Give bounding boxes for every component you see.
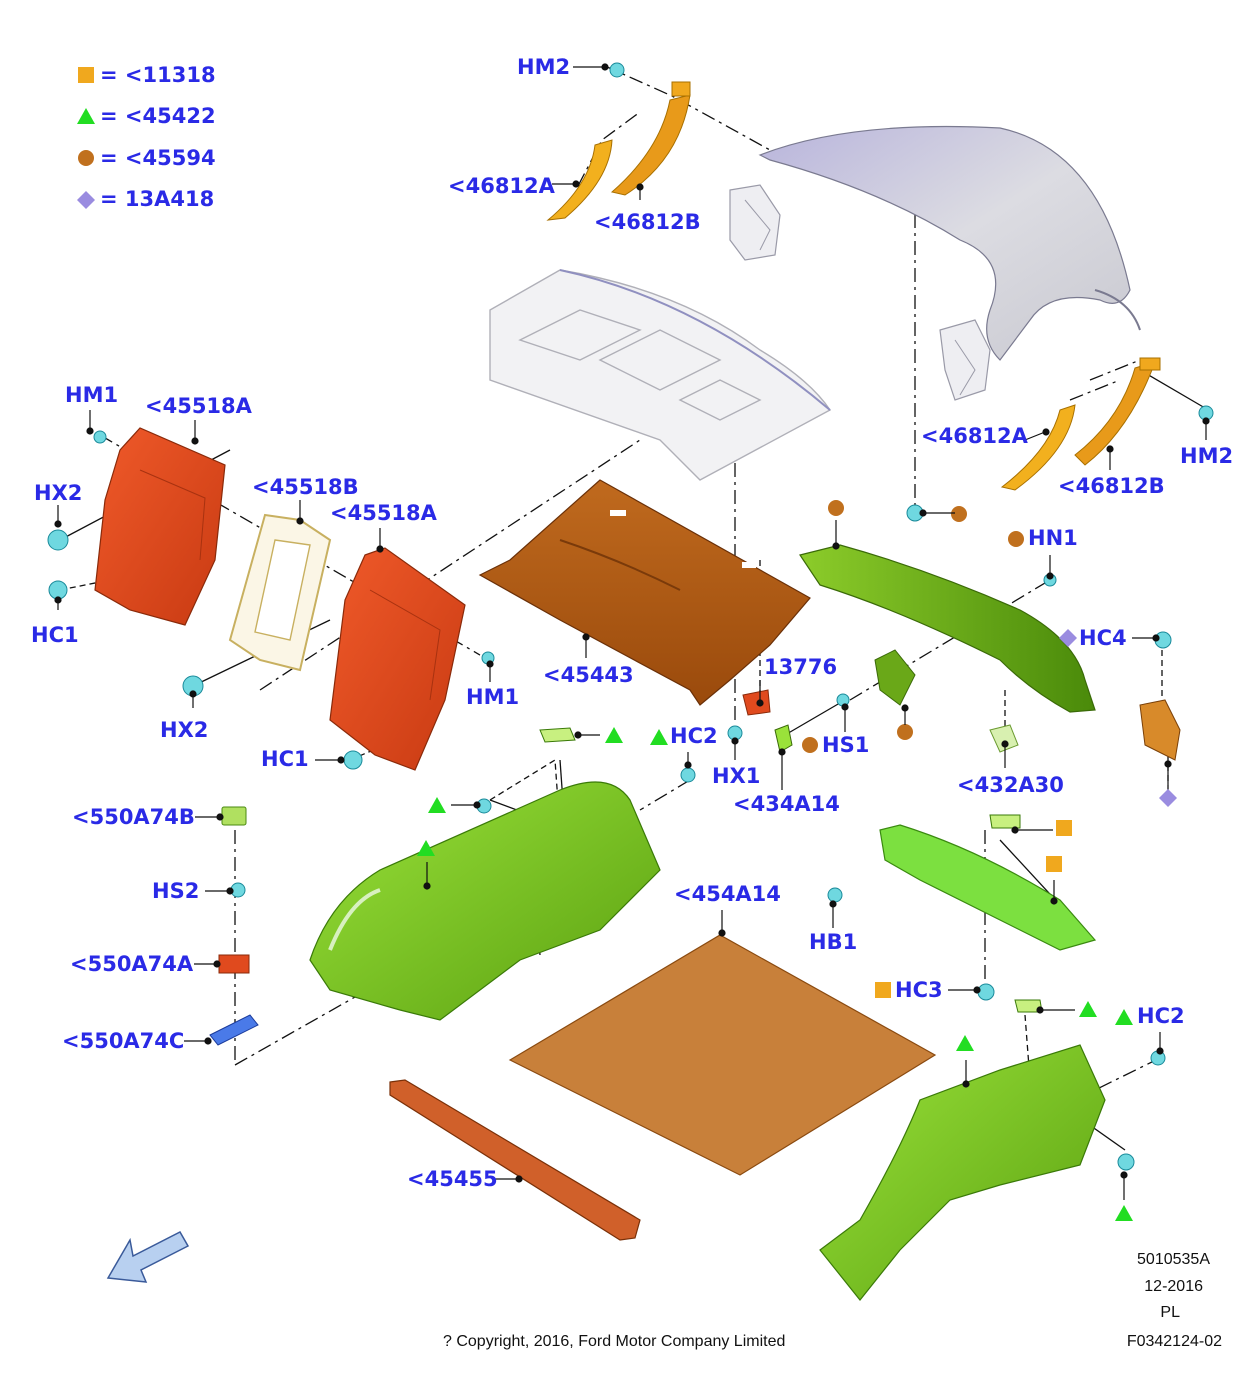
label-46812a-top: <46812A [448,174,555,198]
label-434a14: <434A14 [733,792,840,816]
label-550a74b: <550A74B [72,805,195,829]
scuff-plate-45455 [389,1079,641,1241]
circle-brown-icon [802,737,818,753]
label-hx2-mid: HX2 [160,718,209,742]
label-hc2-mid: HC2 [670,724,718,748]
label-hx1: HX1 [712,764,761,788]
side-panel-45518a-left [94,427,226,626]
label-13776: 13776 [764,655,838,679]
front-direction-arrow-icon [106,1231,190,1283]
label-45443: <45443 [543,663,634,687]
circle-brown-icon [951,506,967,522]
circle-brown-icon [897,724,913,740]
legend-item-11318: = <11318 [100,63,216,87]
label-454a14: <454A14 [674,882,781,906]
footer-copyright: ? Copyright, 2016, Ford Motor Company Li… [443,1333,786,1350]
luggage-compartment-trim-beam [774,544,1181,761]
triangle-green-icon [417,840,435,856]
label-45518a-mid: <45518A [330,501,437,525]
fasteners [47,62,1214,1171]
side-panel-45518b [228,513,332,672]
label-46812b-right: <46812B [1058,474,1165,498]
legend-item-45422: = <45422 [100,104,216,128]
trunk-lid [729,125,1141,401]
label-hm2-right: HM2 [1180,444,1234,468]
triangle-green-icon [428,797,446,813]
circle-brown-icon [828,500,844,516]
triangle-green-icon [1115,1205,1133,1221]
footer-date: 12-2016 [1144,1278,1203,1295]
legend-symbols [77,67,95,209]
label-hm1-left: HM1 [65,383,119,407]
small-parts-550a74 [209,806,259,1046]
circle-brown-icon [1008,531,1024,547]
label-hn1: HN1 [1028,526,1078,550]
label-hc2-right: HC2 [1137,1004,1185,1028]
label-46812a-right: <46812A [921,424,1028,448]
footer-figure: F0342124-02 [1126,1333,1222,1350]
label-hm2-top: HM2 [517,55,571,79]
triangle-green-icon [1115,1009,1133,1025]
legend-item-45594: = <45594 [100,146,216,170]
floor-covering-454a14 [508,934,937,1176]
label-leaders [54,63,1210,1200]
diamond-purple-icon [1159,789,1177,807]
label-hc3: HC3 [895,978,943,1002]
luggage-side-trim-right [819,999,1106,1301]
label-550a74a: <550A74A [70,952,194,976]
label-hs2: HS2 [152,879,200,903]
label-45455: <45455 [407,1167,498,1191]
diamond-purple-icon [1059,629,1077,647]
hinge-strap-46812-top [546,81,691,221]
triangle-green-icon [1079,1001,1097,1017]
label-hx2-left: HX2 [34,481,83,505]
luggage-side-trim-right-upper [879,814,1097,951]
circle-brown-icon [78,150,94,166]
label-hc1-mid: HC1 [261,747,309,771]
label-hb1: HB1 [809,930,858,954]
triangle-green-icon [956,1035,974,1051]
label-hc1-left: HC1 [31,623,79,647]
label-46812b-top: <46812B [594,210,701,234]
diamond-purple-icon [77,191,95,209]
triangle-green-icon [650,729,668,745]
square-orange-icon [1046,856,1062,872]
rear-shelf-frame [489,269,832,481]
label-45518a-left: <45518A [145,394,252,418]
marker-symbols [417,500,1177,1221]
square-orange-icon [875,982,891,998]
square-orange-icon [1056,820,1072,836]
footer-ref: 5010535A [1137,1251,1210,1268]
footer-lang: PL [1160,1304,1180,1321]
label-550a74c: <550A74C [62,1029,185,1053]
package-tray-45443 [478,479,811,716]
triangle-green-icon [77,108,95,124]
triangle-green-icon [605,727,623,743]
label-45518b: <45518B [252,475,359,499]
label-hs1: HS1 [822,733,870,757]
label-hm1-mid: HM1 [466,685,520,709]
label-432a30: <432A30 [957,773,1064,797]
luggage-side-trim-left [309,727,661,1021]
hinge-strap-46812-right [1000,357,1161,491]
side-panel-45518a-mid [329,547,466,771]
square-orange-icon [78,67,94,83]
label-hc4: HC4 [1079,626,1127,650]
legend-item-13a418: = 13A418 [100,187,215,211]
